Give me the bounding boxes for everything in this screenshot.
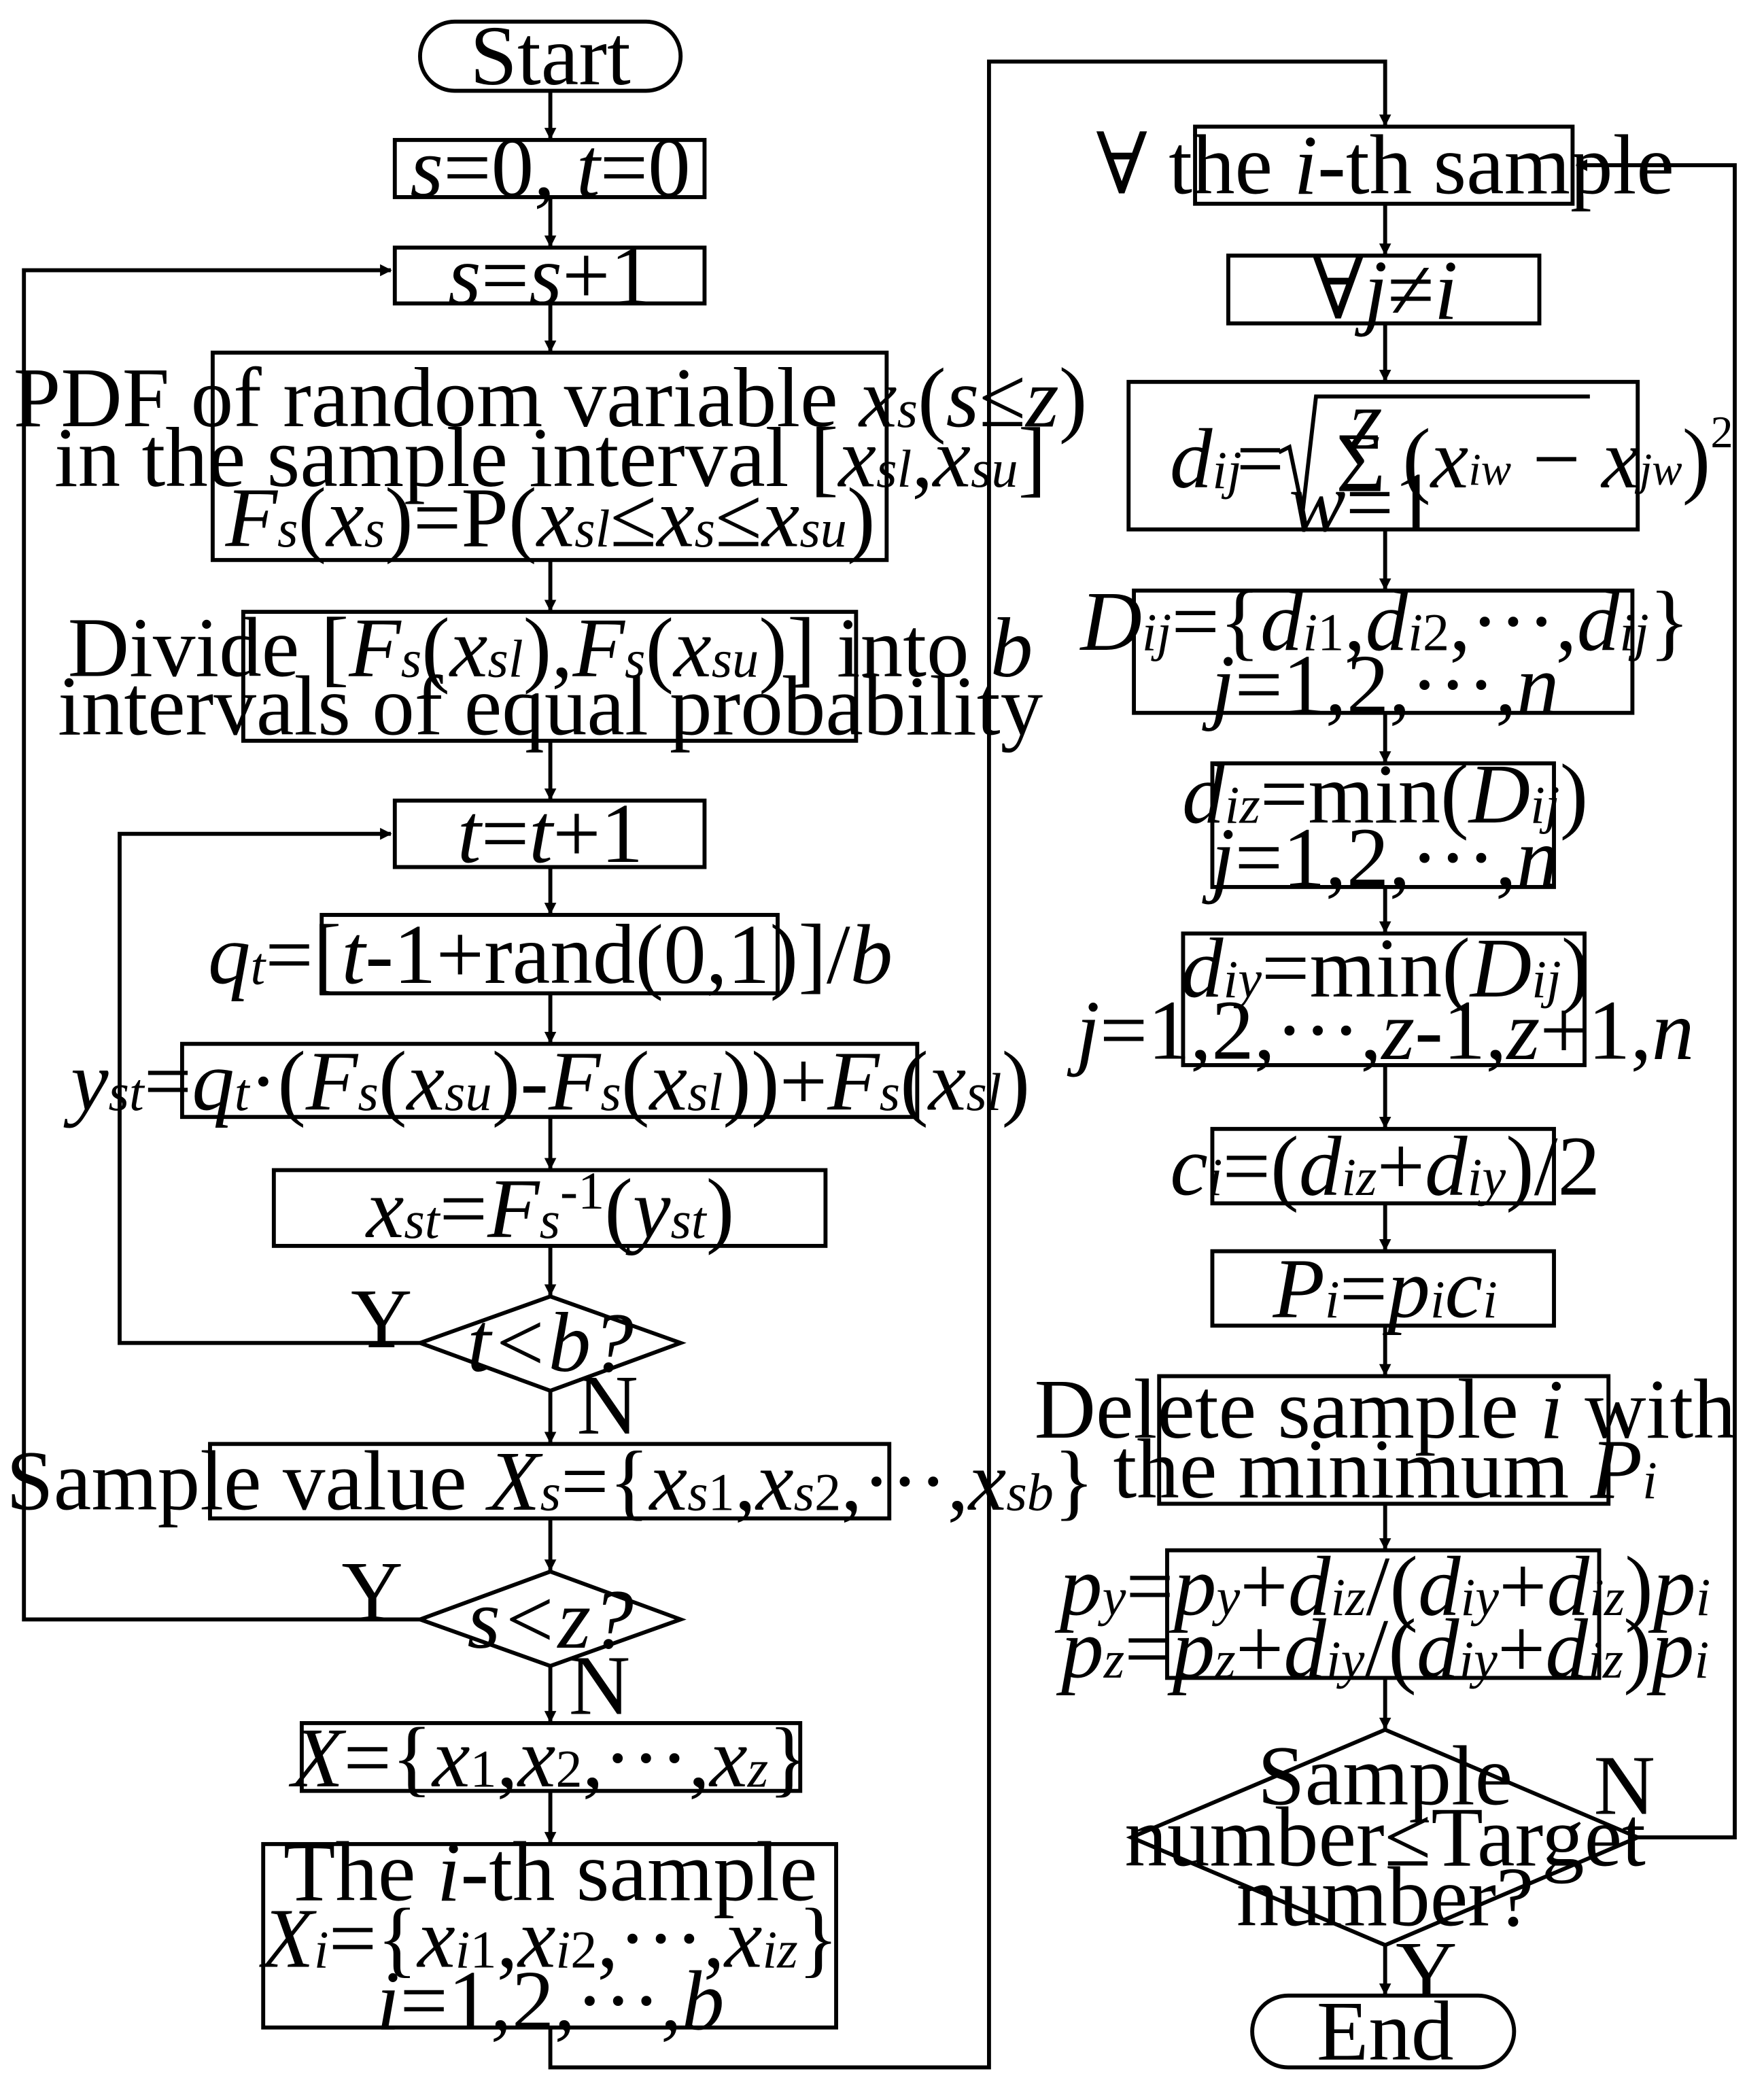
- final-condition-diamond: [1126, 1727, 1643, 1947]
- forall-i-box: [1193, 124, 1575, 206]
- s-increment-box: [392, 245, 707, 306]
- final-condition-no: N: [1593, 1738, 1655, 1833]
- diy-box: [1181, 931, 1587, 1067]
- s-condition-no: N: [569, 1639, 630, 1733]
- t-condition-diamond: [414, 1294, 687, 1393]
- ith-sample-box: [261, 1841, 838, 2030]
- qt-box: [319, 913, 780, 996]
- delete-line-1: Delete sample i with: [1035, 1362, 1736, 1457]
- Pi-box: [1210, 1249, 1556, 1328]
- edge-ith-forall: [548, 59, 1391, 2070]
- diz-line-2: j=1,2,···,n: [1202, 810, 1559, 905]
- qt-label: qt=[t-1+rand(0,1)]/b: [208, 907, 893, 1002]
- ith-sample-line-3: i=1,2,···,b: [377, 1954, 725, 2048]
- forall-j-box: [1226, 254, 1542, 326]
- diy-line-2: j=1,2,···,z-1,z+1,n: [1067, 984, 1694, 1078]
- xst-box: [271, 1168, 828, 1248]
- sum-upper-limit: z: [1348, 373, 1383, 468]
- sum-lower-limit: w=1: [1289, 455, 1436, 550]
- forall-j-label: ∀j≠i: [1313, 243, 1458, 337]
- final-condition-line-3: number?: [1236, 1850, 1534, 1945]
- divide-box: [241, 610, 859, 743]
- sum-term: (xiw − xjw)2: [1402, 408, 1733, 506]
- dij-equals: =: [1236, 412, 1285, 506]
- start-terminal: [418, 19, 683, 93]
- divide-line-2: intervals of equal probability: [58, 659, 1043, 753]
- s-condition-yes: Y: [341, 1544, 402, 1639]
- ith-sample-line-2: Xi={xi1,xi2,···,xiz}: [258, 1891, 838, 1986]
- t-condition-no: N: [576, 1358, 638, 1453]
- pdf-box: [210, 350, 889, 562]
- final-condition-line-2: number≤Target: [1124, 1790, 1646, 1885]
- t-condition-yes: Y: [351, 1272, 412, 1366]
- divide-line-1: Divide [Fs(xsl),Fs(xsu)] into b: [68, 600, 1033, 695]
- Dij-line-2: j=1,2,···,n: [1202, 638, 1559, 732]
- diz-box: [1210, 761, 1556, 889]
- yst-label: yst=qt·(Fs(xsu)-Fs(xsl))+Fs(xsl): [63, 1034, 1030, 1128]
- Dij-line-1: Dij={di1,di2,···,dij}: [1079, 574, 1689, 668]
- X-set-box: [299, 1721, 803, 1793]
- ith-sample-line-1: The i-th sample: [283, 1824, 817, 1919]
- delete-box: [1157, 1374, 1611, 1506]
- update-line-2: pz=pz+diy/(diy+diz)pi: [1056, 1601, 1709, 1696]
- Pi-label: Pi=pici: [1272, 1241, 1497, 1336]
- s-condition-label: s<z?: [467, 1572, 633, 1667]
- ci-box: [1210, 1126, 1556, 1206]
- pdf-line-3: Fs(xs)=P(xsl≤xs≤xsu): [225, 470, 876, 565]
- end-label: End: [1317, 1984, 1454, 2079]
- s-condition-diamond: [414, 1569, 687, 1668]
- xst-label: xst=Fs-1(yst): [365, 1160, 734, 1255]
- s-increment-label: s=s+1: [448, 228, 653, 323]
- sqrt-sign: [1277, 394, 1590, 512]
- sigma-sign: Σ: [1336, 416, 1385, 510]
- edge-condt-yes-loop: [118, 827, 420, 1345]
- init-label: s=0, t=0: [410, 120, 690, 215]
- yst-box: [179, 1041, 920, 1120]
- diz-line-1: diz=min(Dij): [1182, 747, 1588, 842]
- delete-line-2: the minimum Pi: [1113, 1422, 1657, 1517]
- Dij-box: [1132, 588, 1635, 715]
- end-terminal: [1250, 1993, 1517, 2070]
- edge-conds-yes-loop: [22, 264, 420, 1622]
- forall-i-label: ∀ the i-th sample: [1096, 118, 1674, 213]
- init-box: [392, 137, 707, 199]
- final-condition-line-1: Sample: [1258, 1729, 1512, 1824]
- connectors: [22, 59, 1737, 2070]
- sample-value-box: [208, 1442, 892, 1521]
- X-set-label: X={x1,x2,···,xz}: [288, 1710, 809, 1805]
- dij-formula-box: [1126, 379, 1640, 532]
- start-label: Start: [470, 9, 631, 103]
- t-increment-label: t=t+1: [457, 786, 643, 881]
- update-box: [1165, 1548, 1602, 1680]
- update-line-1: py=py+diz/(diy+diz)pi: [1054, 1539, 1710, 1633]
- edge-final-no-loop: [1575, 159, 1737, 1840]
- diy-line-1: diy=min(Dij): [1181, 921, 1589, 1016]
- ci-label: ci=(diz+diy)/2: [1170, 1119, 1600, 1213]
- t-increment-box: [392, 798, 707, 869]
- t-condition-label: t<b?: [467, 1296, 633, 1390]
